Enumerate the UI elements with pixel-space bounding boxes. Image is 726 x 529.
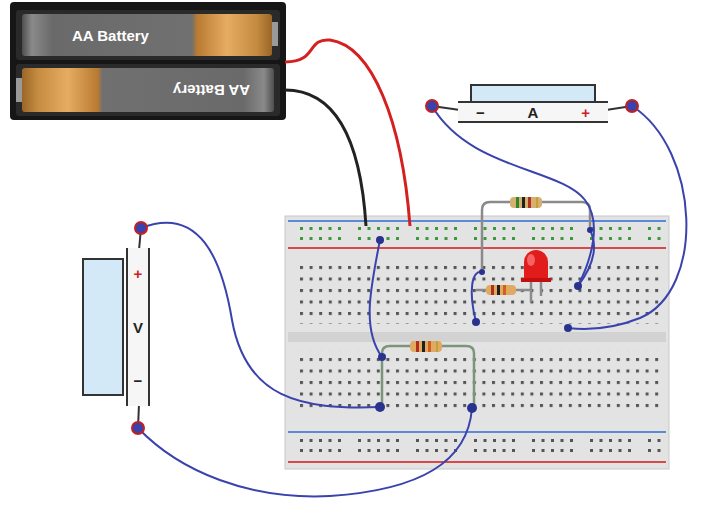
battery-label: AA Battery xyxy=(72,28,149,43)
label-text: A xyxy=(528,105,539,120)
label-text: − xyxy=(476,105,485,120)
meter-scale-bar: + V − xyxy=(126,248,150,406)
battery-cell: AA Battery xyxy=(22,14,272,56)
ammeter: − A + xyxy=(458,84,608,124)
label-text: V xyxy=(133,320,143,335)
label-text: + xyxy=(581,105,590,120)
voltmeter: + V − xyxy=(82,248,156,406)
meter-display xyxy=(82,258,124,396)
label-text: + xyxy=(134,266,143,281)
battery-label: AA Battery xyxy=(173,83,250,98)
meter-scale-bar: − A + xyxy=(458,101,608,123)
label-text: − xyxy=(134,373,143,388)
battery-cell: AA Battery xyxy=(22,68,274,112)
